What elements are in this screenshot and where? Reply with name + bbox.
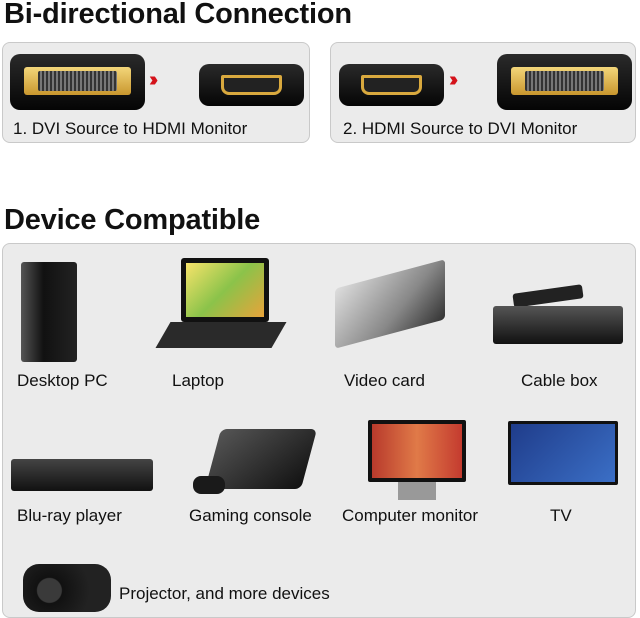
computer-monitor-image (368, 420, 466, 482)
video-card-image (335, 259, 445, 349)
device-panel: Desktop PC Laptop Video card Cable box B… (2, 243, 636, 618)
connection-panel-hdmi-to-dvi: ››››› 2. HDMI Source to DVI Monitor (330, 42, 636, 143)
arrow-icon: ››››› (149, 69, 159, 91)
device-label-projector: Projector, and more devices (119, 584, 330, 603)
cable-box-image (493, 306, 623, 344)
device-label-desktop-pc: Desktop PC (17, 371, 108, 390)
device-label-computer-monitor: Computer monitor (342, 506, 479, 525)
remote-control-image (512, 284, 584, 308)
device-label-laptop: Laptop (172, 371, 224, 390)
dvi-connector-image (497, 54, 632, 110)
connection-caption: 2. HDMI Source to DVI Monitor (343, 119, 578, 138)
device-label-tv: TV (550, 506, 572, 525)
device-label-cable-box: Cable box (521, 371, 598, 390)
projector-image (23, 564, 111, 612)
tv-image (508, 421, 618, 485)
device-label-blu-ray-player: Blu-ray player (17, 506, 122, 525)
dvi-connector-image (10, 54, 145, 110)
device-label-video-card: Video card (344, 371, 425, 390)
connection-caption: 1. DVI Source to HDMI Monitor (13, 119, 248, 138)
desktop-pc-image (21, 262, 77, 362)
laptop-keyboard-image (155, 322, 287, 348)
heading-compatible: Device Compatible (4, 204, 261, 236)
hdmi-connector-image (199, 64, 304, 106)
arrow-icon: ››››› (449, 69, 459, 91)
device-label-gaming-console: Gaming console (189, 506, 312, 525)
gamepad-image (193, 476, 225, 494)
hdmi-connector-image (339, 64, 444, 106)
heading-connection: Bi-directional Connection (4, 0, 352, 30)
blu-ray-player-image (11, 459, 153, 491)
laptop-image (181, 258, 269, 322)
monitor-stand-image (398, 482, 436, 500)
connection-panel-dvi-to-hdmi: ››››› 1. DVI Source to HDMI Monitor (2, 42, 310, 143)
